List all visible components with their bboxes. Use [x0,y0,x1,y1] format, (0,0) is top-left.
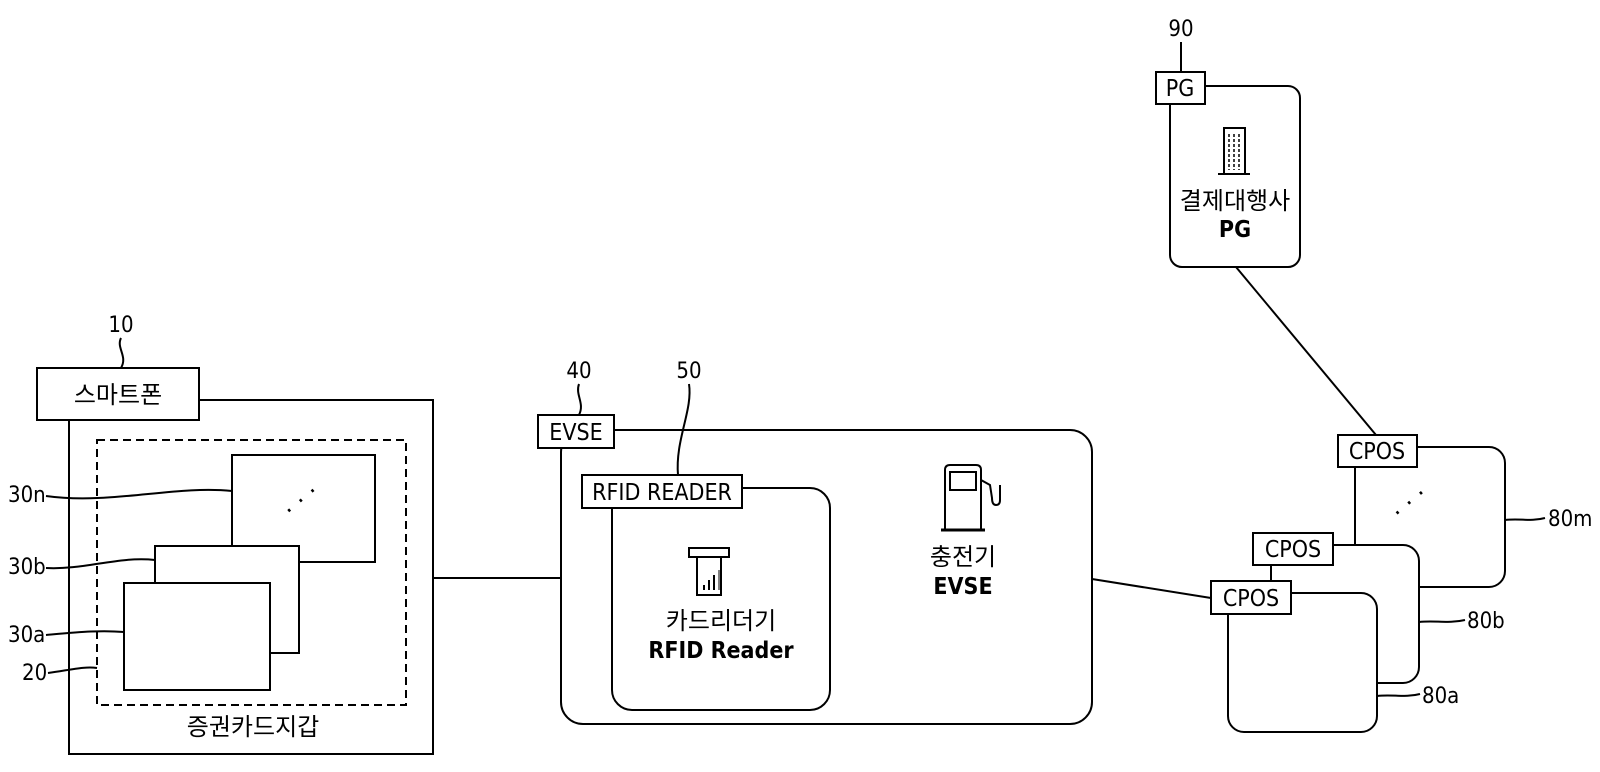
leader-80m [1504,517,1546,521]
rfid-frame [611,487,831,711]
leader-80a [1376,693,1421,697]
evse-tag-label: EVSE [549,420,602,446]
pg-block: PG 90 결제대행사 PG [1155,17,1301,268]
pg-frame [1169,85,1301,268]
card-30a [123,582,271,691]
evse-title: 충전기 [930,543,996,571]
fuel-pump-icon [941,464,1001,532]
cpos-80b-tag-label: CPOS [1265,537,1321,563]
wallet-boundary [96,439,407,706]
leader-50 [676,383,691,476]
leader-10 [118,337,125,369]
connector-evse-cpos [1091,578,1212,599]
smartphone-block: 스마트폰 10 증권카드지갑 · · · [36,313,434,755]
cpos-80a-frame [1227,592,1378,733]
evse-tag [537,414,615,449]
rfid-title: 카드리더기 [666,607,776,635]
ref-10: 10 [108,313,133,338]
rfid-subtitle: RFID Reader [648,638,794,664]
ref-30a: 30a [8,623,45,648]
cpos-80m-tag-label: CPOS [1349,439,1405,465]
ref-40: 40 [566,359,591,384]
pg-tag-label: PG [1166,76,1195,102]
ref-80m: 80m [1548,507,1592,532]
wallet-label: 증권카드지갑 [187,713,319,741]
leader-30n [45,488,233,500]
cpos-80a: CPOS [1210,580,1378,733]
connector-pg-cpos [1235,266,1377,436]
rfid-tag-label: RFID READER [592,480,732,506]
building-icon [1218,127,1250,175]
smartphone-label: 스마트폰 [74,381,162,409]
ref-30b: 30b [8,555,46,580]
leader-80b [1418,619,1466,623]
evse-block: EVSE 40 RFID READER 50 카드리더기 RFID Reader… [537,359,1093,725]
leader-30b [45,558,156,570]
ref-20: 20 [22,661,47,686]
pg-subtitle: PG [1219,217,1251,243]
card-reader-icon [688,547,730,596]
ref-80a: 80a [1422,684,1459,709]
card-30n [231,454,376,563]
leader-40 [577,383,582,416]
smartphone-tag [36,367,200,421]
ref-50: 50 [676,359,701,384]
ref-80b: 80b [1467,609,1505,634]
leader-30a [45,630,125,636]
rfid-tag [581,474,743,509]
cpos-80m-tag [1337,434,1418,468]
leader-20 [47,666,98,674]
pg-title: 결제대행사 [1180,187,1290,215]
cpos-80b-tag [1252,532,1334,566]
ref-30n: 30n [8,483,46,508]
cpos-80a-tag [1210,580,1292,615]
evse-subtitle: EVSE [933,574,992,600]
cpos-80a-tag-label: CPOS [1223,586,1279,612]
ref-90: 90 [1168,17,1193,42]
